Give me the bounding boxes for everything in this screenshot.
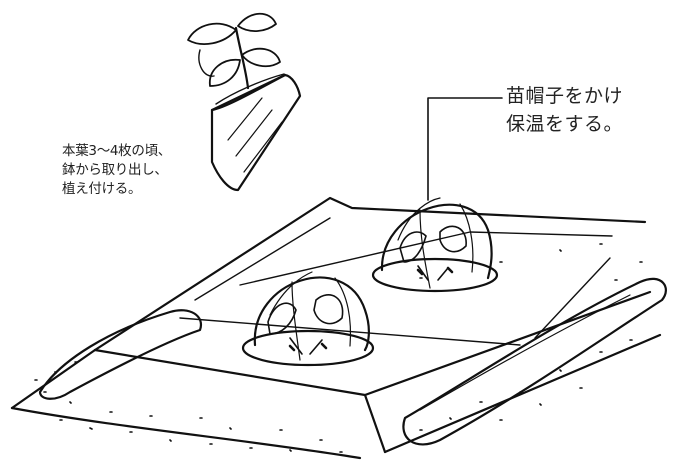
right-ridge [402,277,667,446]
left-ridge [38,309,203,400]
hot-cap [241,271,375,367]
hot-cap [371,197,499,293]
raised-bed [10,196,662,460]
transplant-caption: 本葉3〜4枚の頃、 鉢から取り出し、 植え付ける。 [62,143,171,197]
hot-cap-caption: 苗帽子をかけ 保温をする。 [506,85,624,135]
leader-line [427,97,503,201]
potted-seedling [187,12,302,192]
